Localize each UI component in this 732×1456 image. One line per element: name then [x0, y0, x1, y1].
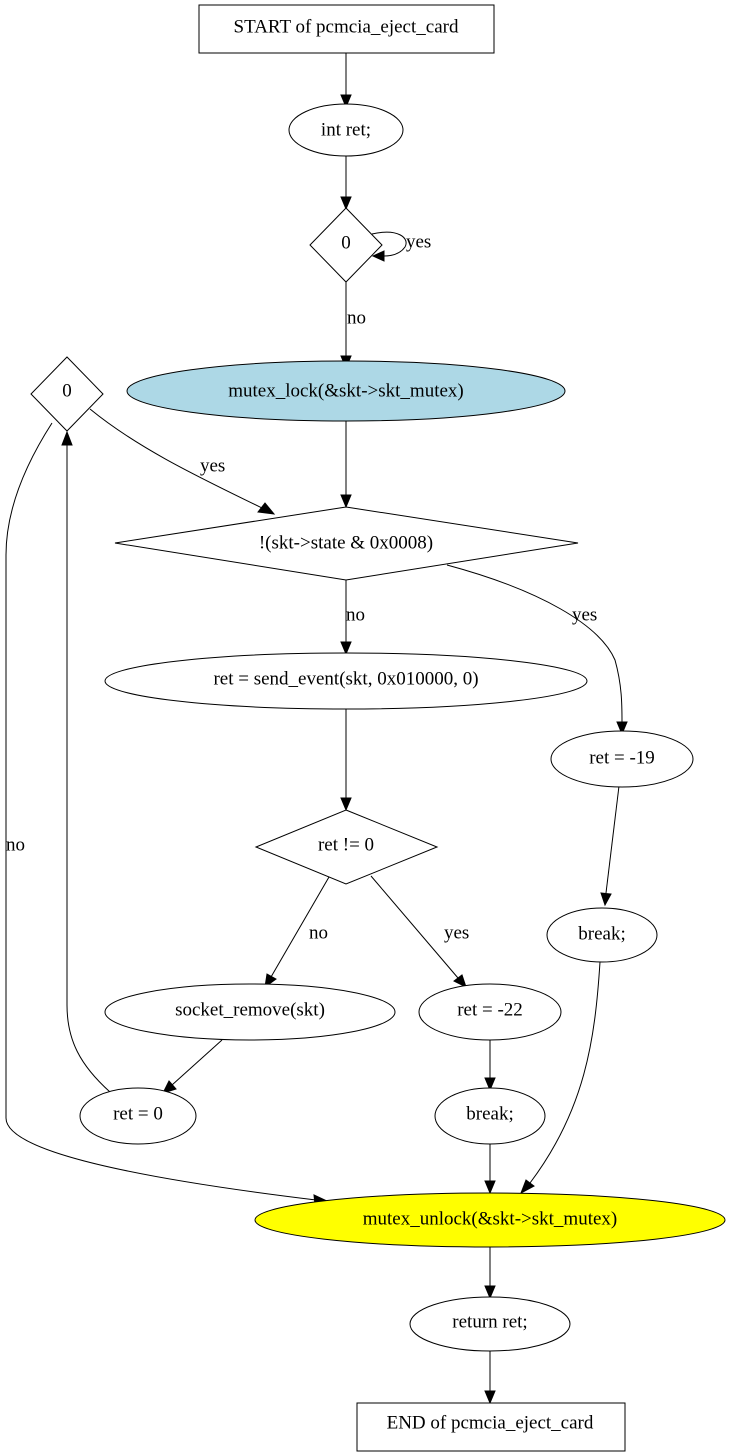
- int-ret-node-label: int ret;: [321, 120, 371, 141]
- arrowhead: [520, 1179, 535, 1195]
- cond-zero-top-node: [309, 207, 383, 283]
- ret-neg19-node-label: ret = -19: [589, 748, 655, 769]
- cond-zero-top-label: 0: [341, 233, 351, 254]
- edge-ret-check-to-ret-neg22: [370, 875, 459, 979]
- edge-ret-check-to-socket-remove: [270, 876, 330, 978]
- cond-zero-left-label: 0: [62, 381, 72, 402]
- mutex-unlock-node: [254, 1192, 726, 1248]
- edge-label-top-loop-yes: yes: [406, 232, 431, 253]
- state-check-node: [114, 506, 579, 581]
- edge-cond-top-self-loop: [371, 231, 407, 257]
- ret-check-label: ret != 0: [318, 835, 374, 856]
- nodes: START of pcmcia_eject_card int ret; 0 mu…: [30, 4, 726, 1452]
- cond-zero-left-node: [30, 356, 104, 432]
- edge-label-ret-check-no: no: [309, 923, 328, 944]
- ret-neg22-node-label: ret = -22: [457, 1000, 523, 1021]
- ret-check-node: [254, 809, 439, 885]
- arrowhead: [340, 494, 352, 509]
- mutex-lock-node-label: mutex_lock(&skt->skt_mutex): [228, 381, 464, 402]
- ret-zero-node: [79, 1087, 197, 1145]
- arrowhead: [162, 1080, 177, 1094]
- ret-neg22-node: [418, 983, 562, 1041]
- return-ret-node: [409, 1296, 571, 1352]
- break-mid-node-label: break;: [466, 1104, 513, 1125]
- ret-zero-node-label: ret = 0: [113, 1104, 163, 1125]
- break-right-node-label: break;: [578, 924, 625, 945]
- edges: yes no yes no no yes no: [5, 53, 628, 1405]
- edge-label-ret-check-yes: yes: [444, 923, 469, 944]
- break-mid-node: [434, 1087, 546, 1145]
- edge-label-left-no: no: [6, 835, 25, 856]
- start-node: [198, 4, 495, 54]
- socket-remove-node-label: socket_remove(skt): [175, 1000, 325, 1021]
- edge-left-cond-to-state: [89, 408, 263, 509]
- edge-socket-remove-to-ret-zero: [171, 1039, 223, 1086]
- int-ret-node: [288, 103, 404, 157]
- arrowhead: [371, 250, 385, 262]
- arrowhead: [616, 721, 628, 736]
- ret-neg19-node: [550, 730, 694, 788]
- arrowhead: [340, 196, 352, 211]
- arrowhead: [340, 94, 352, 109]
- arrowhead: [484, 1285, 496, 1300]
- arrowhead: [484, 1180, 496, 1195]
- arrowhead: [484, 1077, 496, 1092]
- edge-label-top-no: no: [347, 308, 366, 329]
- arrowhead: [453, 974, 467, 988]
- arrowhead: [484, 1390, 496, 1405]
- edge-label-state-no: no: [346, 605, 365, 626]
- edge-left-cond-to-unlock: [5, 422, 317, 1201]
- mutex-unlock-node-label: mutex_unlock(&skt->skt_mutex): [363, 1209, 618, 1230]
- edge-break-right-to-unlock: [529, 961, 601, 1184]
- send-event-node-label: ret = send_event(skt, 0x010000, 0): [213, 669, 478, 690]
- mutex-lock-node: [126, 360, 566, 422]
- send-event-node: [104, 652, 588, 710]
- edge-label-state-yes: yes: [572, 605, 597, 626]
- end-node: [356, 1402, 626, 1452]
- arrowhead: [61, 430, 73, 446]
- edge-label-left-yes: yes: [200, 456, 225, 477]
- start-node-label: START of pcmcia_eject_card: [234, 17, 459, 38]
- edge-ret-neg19-to-break: [605, 785, 620, 894]
- break-right-node: [546, 907, 658, 963]
- socket-remove-node: [104, 983, 396, 1041]
- end-node-label: END of pcmcia_eject_card: [387, 1413, 594, 1434]
- arrowhead: [340, 641, 352, 656]
- edge-ret-zero-to-left-cond: [66, 445, 111, 1093]
- state-check-label: !(skt->state & 0x0008): [259, 533, 433, 554]
- arrowhead: [257, 502, 276, 515]
- arrowhead: [600, 892, 612, 907]
- edge-state-to-ret-neg19: [446, 564, 623, 723]
- arrowhead: [340, 797, 352, 812]
- return-ret-node-label: return ret;: [452, 1312, 527, 1333]
